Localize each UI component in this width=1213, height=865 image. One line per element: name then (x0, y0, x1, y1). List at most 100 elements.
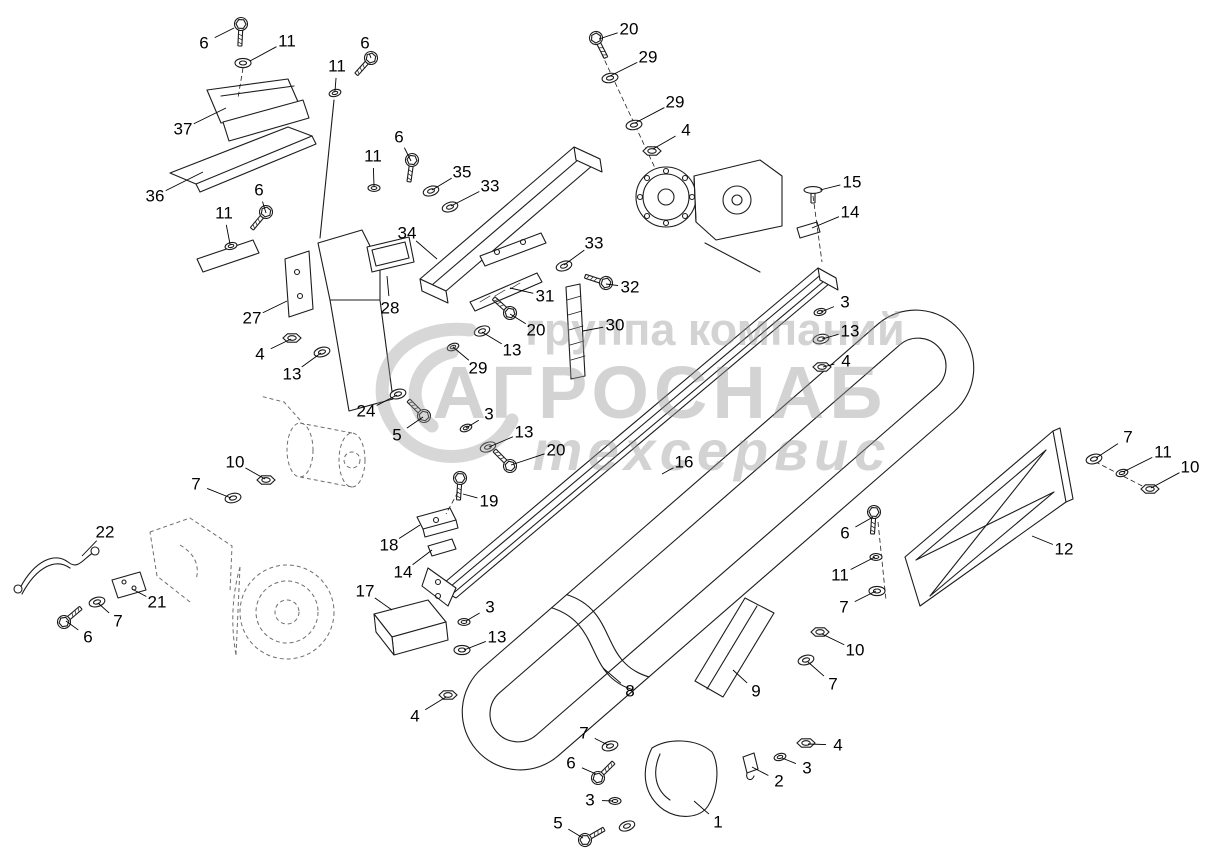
part-plate-27 (284, 250, 314, 318)
callout-label-20-4: 20 (620, 20, 639, 39)
callout-leader-6 (581, 767, 597, 775)
callout-label-30-24: 30 (606, 316, 625, 335)
callout-leader-13 (481, 331, 502, 345)
washer-icon (421, 183, 441, 199)
callout-label-11-52: 11 (831, 566, 849, 585)
callout-label-34-16: 34 (398, 224, 417, 243)
bolt-icon (575, 822, 608, 850)
callout-label-6-50: 6 (83, 628, 92, 647)
callout-label-4-27: 4 (841, 352, 850, 371)
callout-leader-33 (563, 249, 585, 266)
nut-icon (812, 362, 832, 372)
nut-icon (256, 475, 276, 485)
callout-label-33-13: 33 (481, 177, 500, 196)
callout-label-8-59: 8 (625, 682, 634, 701)
part-cover-1 (644, 740, 718, 817)
callout-leader-4 (652, 135, 676, 150)
part-box-17 (373, 599, 449, 656)
callout-label-14-18: 14 (841, 203, 860, 222)
callout-label-7-62: 7 (828, 675, 837, 694)
callout-label-15-17: 15 (843, 173, 862, 192)
callout-leader-20 (510, 453, 545, 466)
part-belt (461, 309, 975, 771)
part-bracket-28 (317, 229, 394, 412)
callout-leader-13 (301, 352, 322, 368)
callout-label-13-57: 13 (488, 628, 507, 647)
washer-icon (600, 738, 620, 754)
callout-label-1-67: 1 (713, 813, 722, 832)
callout-label-6-0: 6 (199, 34, 208, 53)
callout-leader-3 (465, 419, 479, 429)
callout-label-24-33: 24 (357, 402, 376, 421)
callout-leader-28 (386, 275, 390, 297)
callout-label-3-56: 3 (485, 598, 494, 617)
part-chute-9 (694, 597, 775, 698)
callout-leader-6 (65, 620, 79, 631)
part-strip-31 (469, 272, 543, 312)
callout-label-9-60: 9 (751, 682, 760, 701)
washer-icon (1114, 467, 1130, 479)
callout-label-7-40: 7 (191, 475, 200, 494)
callout-label-11-11: 11 (364, 147, 382, 166)
callout-label-11-3: 11 (328, 57, 346, 76)
callout-leader-11 (372, 167, 375, 187)
part-clip-2 (742, 752, 759, 774)
bolt-icon (350, 48, 381, 80)
callout-leader-20 (509, 313, 527, 325)
callout-label-29-5: 29 (639, 48, 658, 67)
callout-leader-11 (850, 556, 876, 570)
callout-leader-2 (751, 766, 769, 776)
part-bracket-18 (416, 507, 457, 530)
bolt-icon (451, 470, 468, 501)
callout-label-6-10: 6 (394, 128, 403, 147)
callout-label-2-68: 2 (774, 772, 783, 791)
washer-icon (812, 306, 828, 318)
callout-label-35-12: 35 (453, 163, 472, 182)
bolt-icon (246, 202, 276, 234)
callout-label-5-66: 5 (553, 814, 562, 833)
part-rod-30 (565, 283, 586, 380)
callout-leader-lines (65, 27, 1180, 839)
callout-leader-8 (602, 667, 622, 684)
nut-icon (1140, 484, 1160, 494)
callout-leader-13 (463, 640, 487, 651)
callout-label-13-29: 13 (503, 341, 522, 360)
callout-leader-7 (206, 488, 232, 499)
washer-icon (478, 439, 498, 455)
part-plate-12 (904, 427, 1074, 607)
washer-icon (554, 258, 574, 274)
callout-leader-10 (821, 633, 845, 646)
washer-icon (453, 644, 471, 656)
callout-leader-4 (807, 743, 827, 746)
callout-leader-6 (262, 201, 267, 214)
callout-label-19-41: 19 (480, 492, 499, 511)
callout-label-20-37: 20 (547, 441, 566, 460)
callout-label-6-14: 6 (254, 181, 263, 200)
callout-leader-5 (568, 828, 584, 839)
callout-leader-21 (131, 588, 147, 597)
callout-label-4-7: 4 (681, 121, 690, 140)
callout-label-18-42: 18 (380, 536, 399, 555)
callout-leader-11 (334, 77, 337, 92)
bolt-icon (582, 269, 615, 292)
callout-label-12-54: 12 (1055, 540, 1074, 559)
nut-icon (796, 738, 816, 748)
callout-leader-4 (270, 338, 292, 350)
callout-leader-11 (1122, 456, 1153, 473)
callout-label-13-26: 13 (841, 322, 860, 341)
callout-leader-10 (245, 467, 266, 480)
nut-icon (282, 333, 302, 343)
callout-leader-36 (165, 171, 204, 192)
washer-icon (1084, 451, 1104, 467)
bolt-icon (803, 186, 823, 204)
bolt-icon (401, 152, 420, 184)
callout-label-4-58: 4 (410, 707, 419, 726)
callout-label-3-25: 3 (840, 293, 849, 312)
washer-icon (868, 585, 886, 597)
callout-label-6-51: 6 (840, 524, 849, 543)
callout-leader-18 (398, 524, 421, 539)
callout-leader-31 (509, 287, 534, 294)
callout-leader-14 (811, 216, 840, 229)
